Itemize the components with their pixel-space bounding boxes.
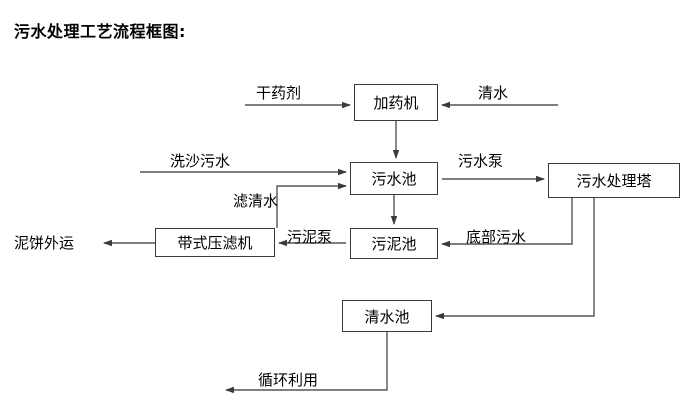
- node-label: 污水处理塔: [576, 172, 652, 190]
- node-label: 清水池: [364, 307, 410, 326]
- node-label: 带式压滤机: [177, 234, 253, 252]
- node-label: 加药机: [373, 94, 419, 112]
- node-clearwater-pool[interactable]: 清水池: [342, 300, 432, 332]
- node-dosing-machine[interactable]: 加药机: [354, 84, 438, 121]
- edge-label-sand-wash-water: 洗沙污水: [170, 152, 231, 170]
- edge-label-sewage-pump: 污水泵: [458, 152, 504, 170]
- terminal-label-mud-cake-out: 泥饼外运: [14, 234, 75, 252]
- edge-filtrate-to-sewage-pool: [276, 182, 347, 228]
- edge-label-recycle-use: 循环利用: [258, 371, 319, 389]
- node-sewage-pool[interactable]: 污水池: [350, 162, 438, 195]
- edge-label-dry-reagent: 干药剂: [256, 84, 302, 102]
- edge-label-filtrate-water: 滤清水: [233, 192, 279, 210]
- edge-label-clean-water: 清水: [478, 84, 509, 102]
- edge-clearwater-recycle: [225, 332, 388, 394]
- page-title: 污水处理工艺流程框图:: [14, 22, 186, 41]
- node-sewage-treatment-tower[interactable]: 污水处理塔: [548, 163, 680, 198]
- node-label: 污水池: [371, 170, 417, 188]
- node-belt-filter-press[interactable]: 带式压滤机: [155, 228, 275, 257]
- node-label: 污泥池: [371, 235, 417, 253]
- edge-bottom-sewage-to-sludge-pool: [441, 198, 573, 248]
- edge-label-sludge-pump: 污泥泵: [287, 228, 333, 246]
- edge-label-bottom-sewage: 底部污水: [466, 228, 527, 246]
- node-sludge-pool[interactable]: 污泥池: [350, 228, 438, 259]
- edge-tower-to-clearwater-pool: [435, 198, 595, 320]
